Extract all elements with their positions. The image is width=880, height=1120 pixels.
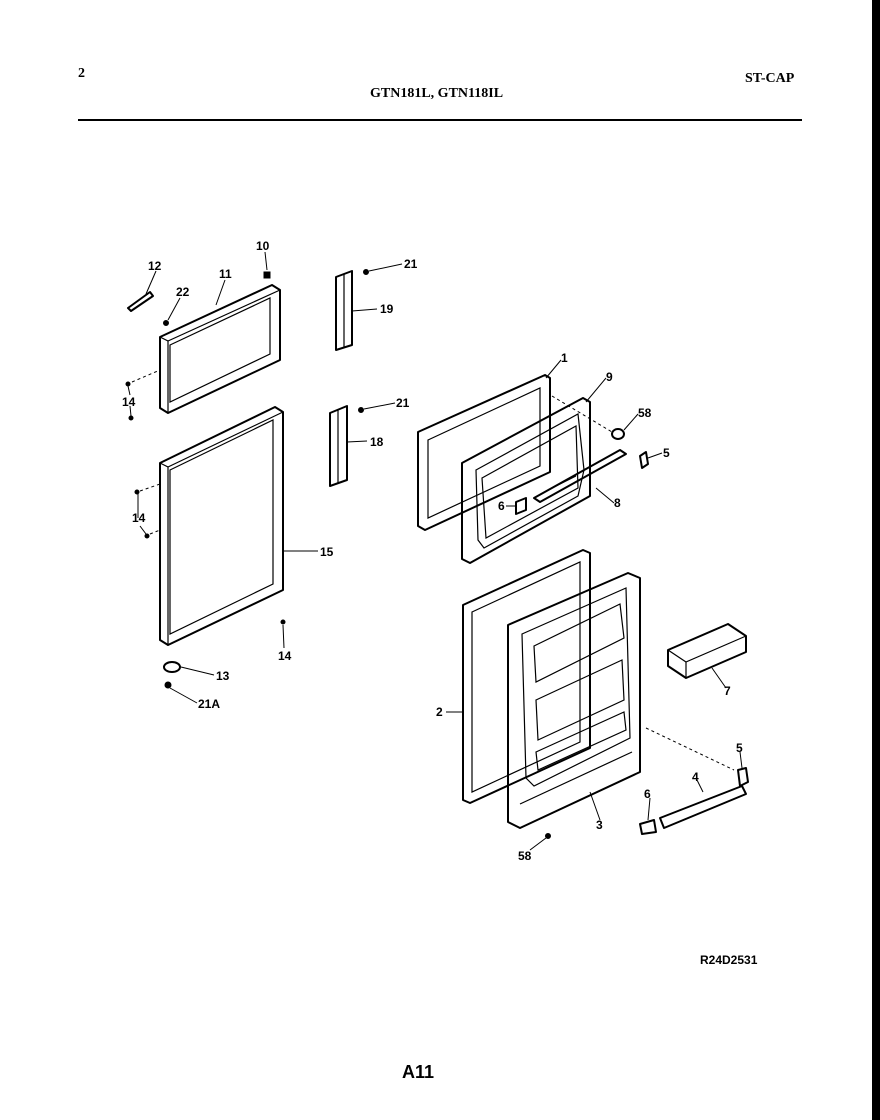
callout-10: 10	[256, 239, 270, 253]
callout-6-upper: 6	[498, 499, 505, 513]
callout-6-lower: 6	[644, 787, 651, 801]
callout-14-lower: 14	[278, 649, 292, 663]
callout-21-lower: 21	[396, 396, 410, 410]
part-5-hinge-upper	[639, 451, 649, 469]
page-number: 2	[78, 66, 85, 81]
part-3-fresh-food-door-liner	[507, 572, 641, 829]
part-19-channel	[335, 269, 369, 351]
part-15-fresh-food-door-frame	[159, 406, 284, 646]
callout-11: 11	[219, 267, 232, 281]
part-12-handle-trim	[127, 291, 154, 312]
callout-13: 13	[216, 669, 230, 683]
callout-18: 18	[370, 435, 384, 449]
category-code: ST-CAP	[745, 71, 795, 86]
page-identifier: A11	[402, 1062, 435, 1082]
part-6-clip-lower	[639, 819, 657, 835]
callout-5-upper: 5	[663, 446, 670, 460]
part-58-hinge-cap-lower	[545, 833, 551, 839]
callout-58-upper: 58	[638, 406, 652, 420]
part-22-screw	[163, 320, 169, 326]
part-4-bottom-trim	[659, 785, 747, 829]
callout-3: 3	[596, 818, 603, 832]
callout-1: 1	[561, 351, 568, 365]
part-2-fresh-food-gasket	[462, 549, 591, 804]
callout-5-lower: 5	[736, 741, 743, 755]
header-rule	[78, 119, 802, 121]
part-58-hinge-cap-upper	[551, 395, 625, 440]
part-13-hinge-bushing	[163, 661, 181, 673]
part-10-plug	[263, 271, 271, 279]
part-21a-screw	[164, 681, 172, 689]
part-7-door-shelf	[667, 623, 747, 679]
part-6-clip-upper	[515, 497, 527, 515]
callout-7: 7	[724, 684, 731, 698]
callout-58-lower: 58	[518, 849, 532, 863]
callout-19: 19	[380, 302, 394, 316]
part-11-freezer-door-frame	[159, 284, 281, 414]
callout-8: 8	[614, 496, 621, 510]
callout-14-middle: 14	[132, 511, 146, 525]
part-8-freezer-shelf-bar	[533, 449, 627, 503]
diagram-reference-code: R24D2531	[700, 953, 758, 967]
part-14-screws-lower	[134, 483, 286, 625]
part-5-hinge-lower	[645, 727, 749, 787]
callout-22: 22	[176, 285, 190, 299]
callout-9: 9	[606, 370, 613, 384]
model-numbers: GTN181L, GTN118IL	[370, 86, 504, 101]
part-14-screws-upper	[125, 369, 161, 421]
callout-14-upper: 14	[122, 395, 136, 409]
callout-4: 4	[692, 770, 699, 784]
part-18-channel	[329, 405, 364, 487]
callout-12: 12	[148, 259, 162, 273]
callout-21-upper: 21	[404, 257, 418, 271]
callout-21a: 21A	[198, 697, 220, 711]
callout-15: 15	[320, 545, 334, 559]
callout-2: 2	[436, 705, 443, 719]
part-9-freezer-door-panel	[461, 397, 591, 564]
leader-lines	[127, 251, 743, 851]
part-1-freezer-gasket	[417, 374, 551, 531]
